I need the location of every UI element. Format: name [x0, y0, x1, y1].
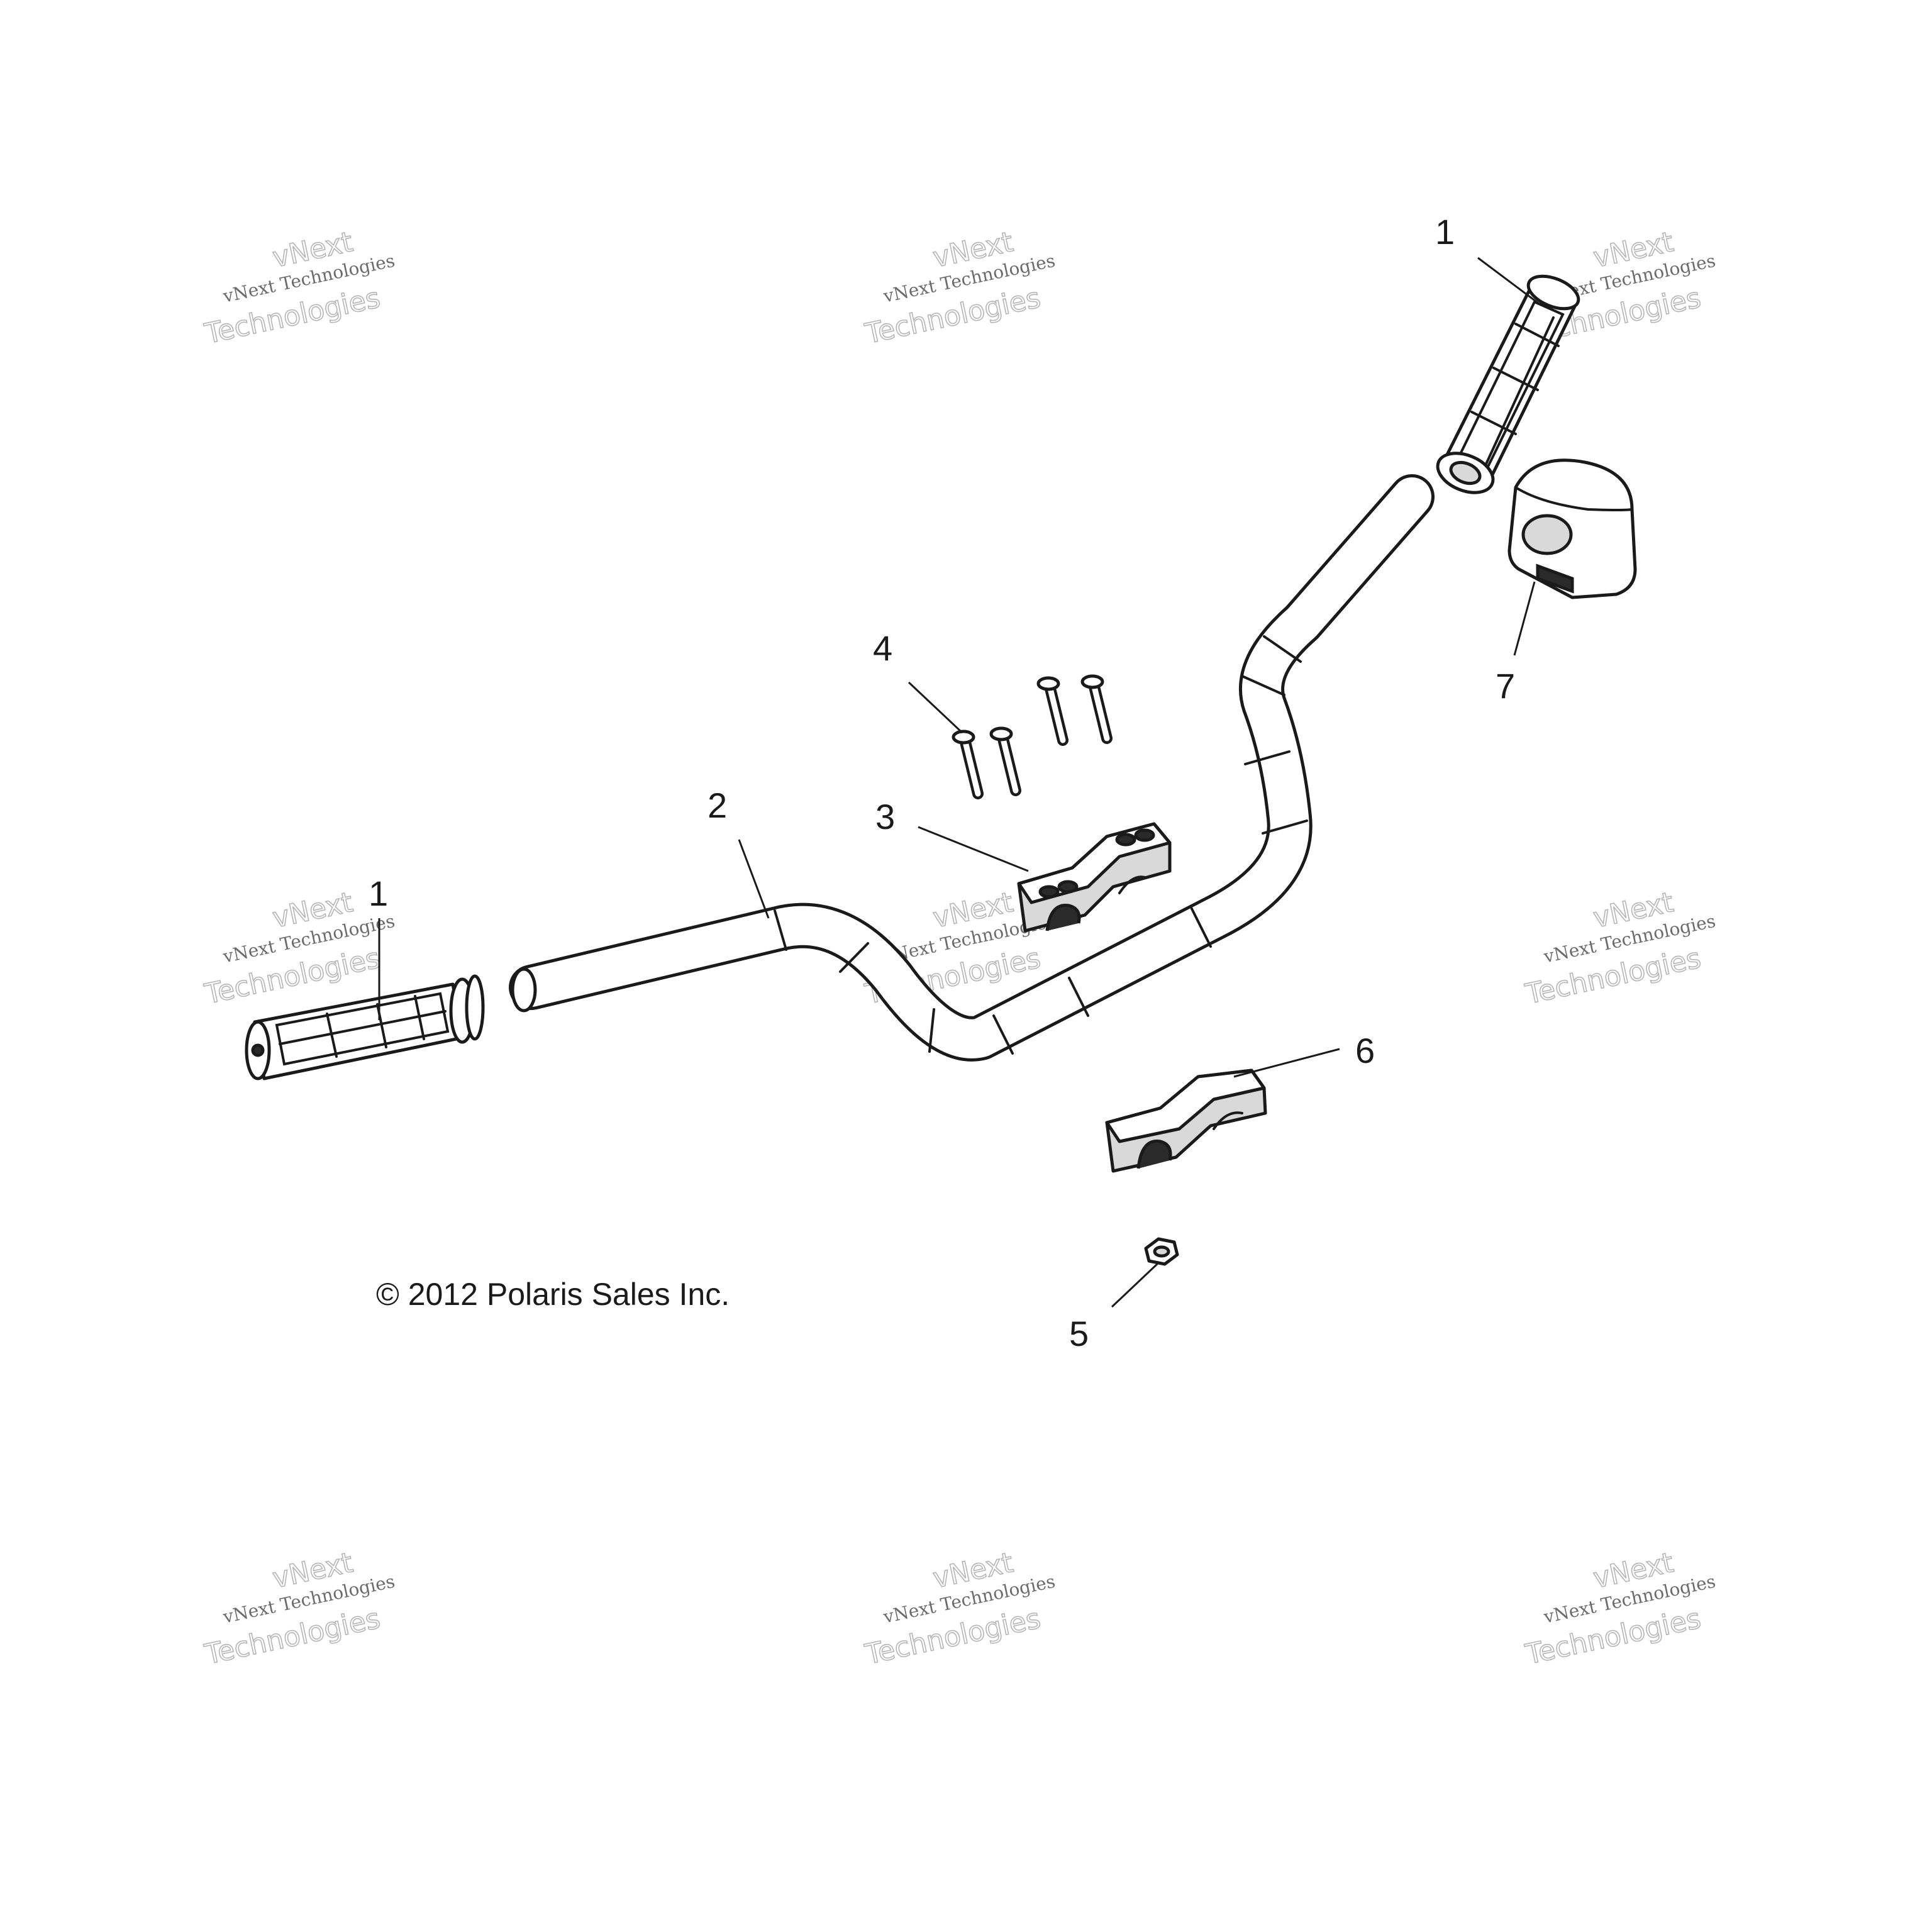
leader-bolts: [908, 681, 963, 734]
copyright-notice: © 2012 Polaris Sales Inc.: [376, 1277, 730, 1312]
leader-throttle-housing: [1513, 581, 1536, 656]
callout-right-grip: 1: [1435, 212, 1455, 252]
watermark: vNext vNext Technologies Technologies: [1522, 886, 1718, 1011]
lower-clamp: [1105, 1069, 1267, 1173]
throttle-housing: [1507, 458, 1637, 599]
watermark: vNext vNext Technologies Technologies: [862, 1546, 1057, 1671]
watermark: vNext vNext Technologies Technologies: [1522, 1546, 1718, 1671]
watermark: vNext vNext Technologies Technologies: [201, 225, 397, 350]
handlebar: [509, 474, 1435, 1062]
callout-upper-clamp: 3: [875, 797, 895, 836]
bolt: [1036, 676, 1069, 746]
right-grip: [1436, 274, 1580, 494]
bolt: [989, 726, 1021, 796]
leader-nut: [1111, 1262, 1160, 1308]
callouts: 1 1 2 3 4 5 6 7: [369, 212, 1515, 1353]
callout-nut: 5: [1069, 1314, 1089, 1353]
left-grip: [245, 974, 485, 1080]
callout-throttle-housing: 7: [1496, 666, 1515, 706]
callout-bolts: 4: [873, 628, 892, 668]
nut: [1144, 1237, 1179, 1266]
callout-handlebar: 2: [708, 786, 727, 825]
bolt: [1080, 674, 1113, 744]
callout-left-grip: 1: [369, 874, 388, 913]
leader-upper-clamp: [918, 826, 1029, 872]
watermark: vNext vNext Technologies Technologies: [201, 1546, 397, 1671]
bolt: [952, 730, 984, 799]
upper-clamp: [1017, 822, 1172, 933]
callout-lower-clamp: 6: [1355, 1031, 1375, 1070]
leader-lower-clamp: [1233, 1048, 1340, 1078]
watermark: vNext vNext Technologies Technologies: [862, 225, 1057, 350]
leader-handlebar: [738, 839, 770, 919]
handlebar-bend-lines: [774, 635, 1308, 1055]
leader-right-grip: [1477, 257, 1541, 306]
bolts: [952, 674, 1113, 799]
leader-lines: [378, 257, 1541, 1308]
